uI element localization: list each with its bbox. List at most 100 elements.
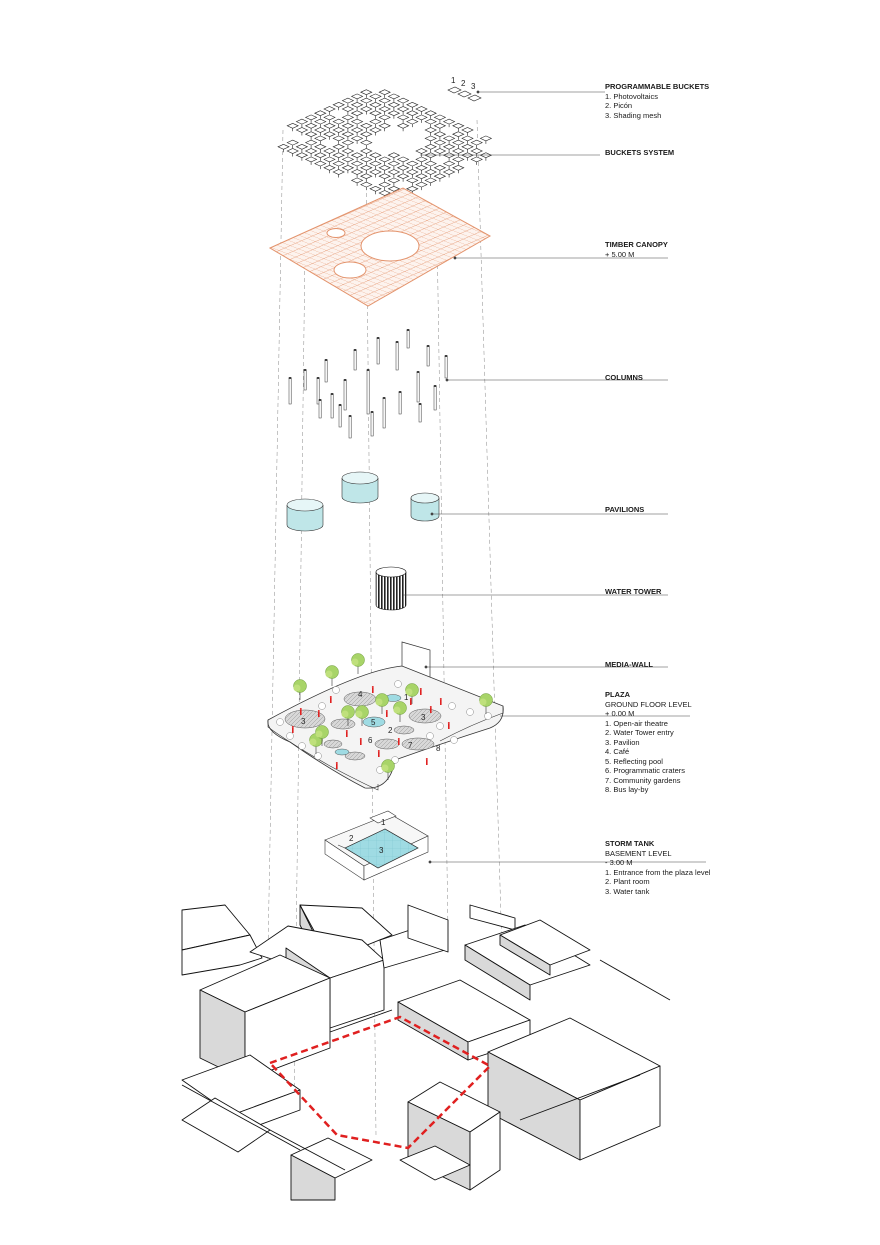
column: [398, 391, 402, 415]
bucket-cell: [424, 177, 437, 186]
bucket-cell: [396, 106, 410, 115]
bucket-cell: [295, 127, 309, 136]
bucket-cell: [314, 152, 327, 161]
list-item: 1. Open-air theatre: [605, 718, 668, 728]
list-item: 6. Programmatic craters: [605, 766, 686, 775]
columns-layer: [288, 329, 448, 439]
bucket-cell: [323, 148, 336, 157]
bucket-cell: [461, 143, 474, 153]
column: [444, 355, 448, 379]
bucket-cell: [387, 177, 401, 186]
bucket-cell: [360, 164, 373, 174]
bucket-cell: [304, 131, 318, 140]
bucket-cell: [424, 110, 437, 119]
bucket-cell: [295, 143, 309, 153]
person-figure: [299, 708, 302, 715]
bench-seat: [450, 736, 458, 744]
pavilions-layer: [286, 471, 440, 532]
bucket-cell: [396, 173, 410, 182]
label-subtitle: BASEMENT LEVEL: [605, 848, 672, 858]
bucket-cell: [341, 156, 355, 165]
bucket-cell: [378, 122, 391, 132]
bucket-cell: [415, 173, 428, 182]
bucket-cell: [406, 160, 419, 170]
label-title: PLAZA: [605, 690, 630, 699]
bucket-cell: [323, 122, 336, 132]
bucket-cell: [396, 164, 410, 174]
bucket-cell: [378, 164, 391, 174]
bucket-cell: [314, 127, 327, 136]
bucket-cell: [323, 164, 336, 174]
person-figure: [429, 706, 432, 713]
list-item: 1. Photovoltaics: [605, 91, 658, 101]
bucket-cell: [433, 164, 447, 174]
column: [353, 349, 357, 371]
bucket-markers: 1 2 3: [451, 76, 476, 91]
bucket-cell: [461, 135, 474, 144]
list-item: 3. Shading mesh: [605, 110, 662, 120]
tree: [293, 679, 307, 700]
pavilion-middle: [341, 471, 379, 504]
label-list: 1. Entrance from the plaza level 2. Plan…: [605, 868, 710, 897]
bucket-cell: [295, 152, 309, 161]
person-figure: [377, 750, 380, 757]
list-item: 3. Pavilion: [605, 737, 640, 747]
site-boundary: [267, 1015, 493, 1150]
bucket-cell: [341, 148, 355, 157]
tree: [341, 705, 355, 726]
column: [324, 359, 328, 383]
pavilion-right: [410, 492, 440, 522]
tree: [315, 725, 329, 746]
person-figure: [345, 730, 348, 737]
column: [370, 411, 374, 437]
bucket-cell: [415, 114, 428, 123]
label-level: - 3.00 M: [605, 858, 633, 867]
bucket-cell: [369, 169, 382, 178]
tree: [355, 705, 369, 726]
bucket-cell: [360, 122, 373, 132]
list-item: 5. Reflecting pool: [605, 756, 663, 766]
bucket-cell: [378, 114, 391, 123]
bucket-cell: [369, 127, 382, 136]
tree: [375, 693, 389, 714]
label-media-wall: MEDIA-WALL: [605, 660, 653, 670]
person-figure: [409, 698, 412, 705]
tank-marker-entrance: 1: [381, 818, 386, 827]
person-figure: [291, 726, 294, 733]
plaza-markers: 3 4 5 3 6 7 8 1 2: [301, 690, 441, 753]
label-level: + 5.00 M: [605, 249, 635, 259]
plaza-layer: [267, 641, 504, 791]
programmatic-crater: [284, 709, 326, 729]
bucket-cell: [396, 114, 410, 123]
column: [416, 371, 420, 403]
label-programmable-buckets: PROGRAMMABLE BUCKETS 1. Photovoltaics 2.…: [605, 82, 709, 120]
bucket-cell: [332, 160, 345, 170]
timber-canopy-layer: [268, 187, 492, 307]
person-figure: [439, 698, 442, 705]
bucket-cell: [314, 118, 327, 128]
bucket-cell: [415, 181, 428, 191]
bucket-cell: [442, 169, 456, 178]
bucket-cell: [314, 135, 327, 144]
bucket-cell: [304, 122, 318, 132]
tree: [393, 701, 407, 722]
column: [395, 341, 399, 371]
column: [366, 369, 370, 415]
bucket-cell: [470, 156, 483, 165]
bucket-cell: [387, 160, 401, 170]
list-item: 2. Plant room: [605, 877, 650, 886]
storm-tank-layer: [324, 810, 429, 881]
bench-seat: [466, 708, 474, 716]
label-title: COLUMNS: [605, 373, 643, 382]
bucket-cell: [323, 114, 336, 123]
bucket-cell: [350, 93, 364, 102]
label-plaza: PLAZA GROUND FLOOR LEVEL + 0.00 M 1. Ope…: [605, 690, 692, 795]
programmatic-crater: [323, 739, 343, 749]
bucket-cell: [387, 152, 401, 161]
bucket-cell: [350, 169, 364, 178]
bucket-cell: [470, 139, 483, 149]
bucket-cell: [369, 185, 382, 195]
programmatic-crater: [343, 691, 377, 707]
plaza-marker-tower-entry: 2: [388, 726, 393, 735]
bench-seat: [426, 732, 434, 740]
